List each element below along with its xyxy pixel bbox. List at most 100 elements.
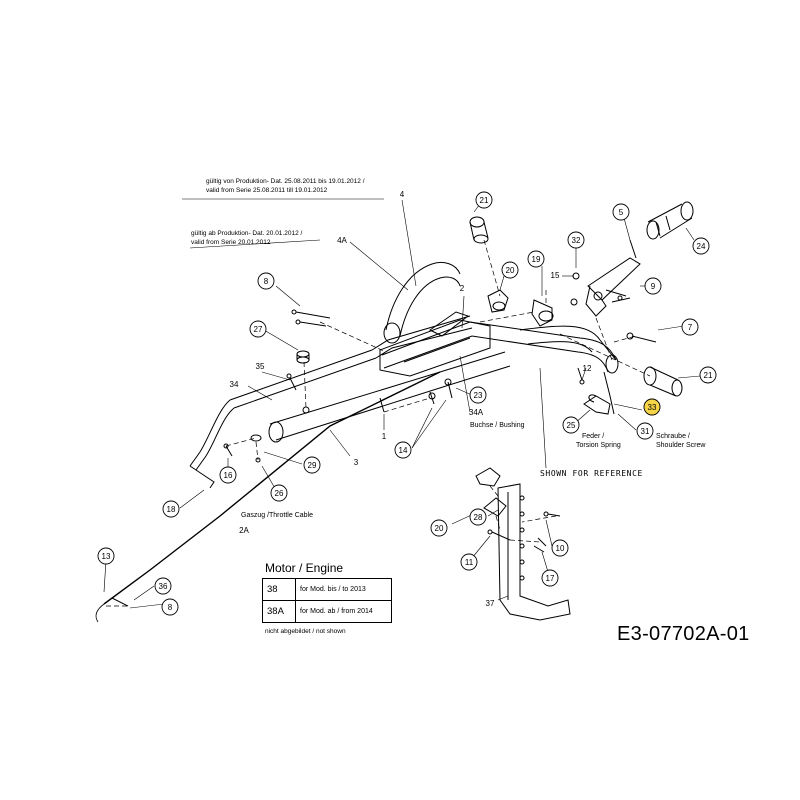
callout-circle bbox=[219, 466, 237, 484]
callout-label: 36 bbox=[159, 582, 168, 591]
callout-33: 33 bbox=[643, 398, 661, 416]
lower-lever-assembly bbox=[189, 315, 511, 489]
callout-15: 15 bbox=[551, 271, 560, 280]
callout-circle bbox=[527, 250, 545, 268]
stand-37 bbox=[475, 467, 571, 621]
callout-36: 36 bbox=[154, 577, 172, 595]
throttle-cable bbox=[95, 371, 441, 623]
callout-32: 32 bbox=[567, 231, 585, 249]
callout-21: 21 bbox=[699, 366, 717, 384]
callout-16: 16 bbox=[219, 466, 237, 484]
callout-label: 37 bbox=[486, 599, 495, 608]
callout-circle bbox=[469, 508, 487, 526]
callout-circle bbox=[612, 203, 630, 221]
callout-circle bbox=[681, 318, 699, 336]
callout-2A: 2A bbox=[239, 526, 249, 535]
callout-circle bbox=[162, 500, 180, 518]
callout-label: 20 bbox=[506, 266, 515, 275]
callout-circle bbox=[501, 261, 519, 279]
callout-label: 13 bbox=[102, 552, 111, 561]
callout-label: 35 bbox=[256, 362, 265, 371]
motor-code: 38A bbox=[262, 600, 296, 623]
callout-10: 10 bbox=[551, 539, 569, 557]
callout-circle bbox=[154, 577, 172, 595]
callout-34: 34 bbox=[230, 380, 239, 389]
callout-circle bbox=[430, 519, 448, 537]
callout-35: 35 bbox=[256, 362, 265, 371]
bushing-caption-de: Buchse / bbox=[470, 422, 498, 429]
callout-2: 2 bbox=[460, 284, 465, 293]
callout-label: 26 bbox=[275, 489, 284, 498]
callout-circle bbox=[475, 191, 493, 209]
bushing-caption-en: Bushing bbox=[499, 422, 525, 429]
validity-note-2-de: gültig ab Produktion- Dat. 20.01.2012 / bbox=[191, 230, 303, 237]
callout-label: 32 bbox=[572, 236, 581, 245]
callout-8: 8 bbox=[161, 598, 179, 616]
callout-circle bbox=[567, 231, 585, 249]
callout-circle bbox=[97, 547, 115, 565]
knob-27 bbox=[296, 350, 310, 364]
callout-label: 14 bbox=[399, 446, 408, 455]
callout-circle bbox=[541, 569, 559, 587]
motor-row: 38 for Mod. bis / to 2013 bbox=[262, 578, 392, 601]
callout-label: 16 bbox=[224, 471, 233, 480]
callout-29: 29 bbox=[303, 456, 321, 474]
callout-label: 10 bbox=[556, 544, 565, 553]
spring-caption: Feder / Torsion Spring bbox=[576, 433, 621, 450]
callout-label: 34A bbox=[469, 408, 484, 417]
validity-note-1-en: valid from Serie 25.08.2011 till 19.01.2… bbox=[206, 187, 328, 194]
center-bracket bbox=[379, 311, 491, 377]
callout-label: 20 bbox=[435, 524, 444, 533]
callout-label: 23 bbox=[474, 391, 483, 400]
callout-37: 37 bbox=[486, 599, 495, 608]
callout-4: 4 bbox=[400, 190, 405, 199]
callout-circle bbox=[644, 277, 662, 295]
torsion-spring-assembly bbox=[583, 371, 615, 415]
callout-9: 9 bbox=[644, 277, 662, 295]
callout-circle bbox=[394, 441, 412, 459]
callout-circle bbox=[161, 598, 179, 616]
callout-26: 26 bbox=[270, 484, 288, 502]
callout-circle bbox=[249, 320, 267, 338]
callout-circle bbox=[270, 484, 288, 502]
callout-19: 19 bbox=[527, 250, 545, 268]
callout-label: 21 bbox=[480, 196, 489, 205]
callout-31: 31 bbox=[636, 422, 654, 440]
callout-20: 20 bbox=[501, 261, 519, 279]
callout-17: 17 bbox=[541, 569, 559, 587]
bushing-right bbox=[643, 366, 683, 397]
callout-label: 18 bbox=[167, 505, 176, 514]
callout-7: 7 bbox=[681, 318, 699, 336]
callout-label: 11 bbox=[465, 558, 474, 567]
cap-20-top bbox=[487, 289, 509, 313]
callout-label: 8 bbox=[168, 603, 173, 612]
callout-label: 7 bbox=[688, 323, 693, 332]
callout-5: 5 bbox=[612, 203, 630, 221]
spring-caption-de: Feder / bbox=[582, 433, 605, 440]
callout-circle bbox=[303, 456, 321, 474]
leader-lines bbox=[103, 198, 701, 609]
screw-caption-en: Shoulder Screw bbox=[656, 441, 706, 449]
bushing-caption: Buchse / Bushing bbox=[470, 422, 525, 431]
clamp-bracket bbox=[585, 239, 641, 317]
callout-label: 19 bbox=[532, 255, 541, 264]
callout-21: 21 bbox=[475, 191, 493, 209]
callout-circle bbox=[699, 366, 717, 384]
callout-4A: 4A bbox=[337, 236, 347, 245]
callout-18: 18 bbox=[162, 500, 180, 518]
alignment-lines bbox=[106, 239, 651, 607]
callout-label: 3 bbox=[354, 458, 359, 467]
callout-label: 31 bbox=[641, 427, 650, 436]
callout-label: 9 bbox=[651, 282, 656, 291]
validity-note-2: gültig ab Produktion- Dat. 20.01.2012 / … bbox=[191, 229, 302, 247]
callout-circle bbox=[636, 422, 654, 440]
callout-25: 25 bbox=[562, 416, 580, 434]
motor-table: 38 for Mod. bis / to 2013 38A for Mod. a… bbox=[262, 578, 392, 623]
callout-label: 21 bbox=[704, 371, 713, 380]
callout-8: 8 bbox=[257, 272, 275, 290]
screw-caption: Schraube / Shoulder Screw bbox=[656, 433, 705, 450]
motor-desc: for Mod. ab / from 2014 bbox=[295, 600, 392, 623]
motor-row: 38A for Mod. ab / from 2014 bbox=[262, 600, 392, 623]
